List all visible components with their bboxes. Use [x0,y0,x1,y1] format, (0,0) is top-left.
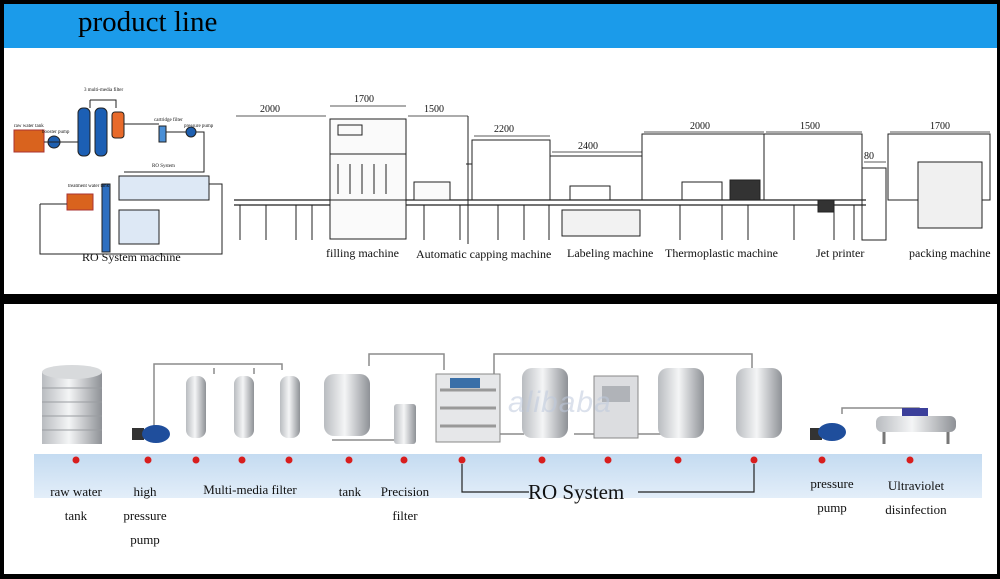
pressure-pump-shape [810,423,846,441]
multimedia-filter-label: Multi-media filter [203,482,297,497]
page-title: product line [78,6,218,38]
labeling-machine-shape [561,209,641,237]
ro-part-label: pressure pump [184,124,214,129]
multimedia-filter-shapes [186,376,300,438]
top-line-drawing [13,99,991,255]
multimedia-filter-2 [94,107,108,157]
labeling-outline [549,155,643,201]
packing-machine-shape [917,161,983,229]
dimension-label: 2200 [494,124,514,135]
dimension-label: 2000 [690,121,710,132]
raw-water-tank-shape [42,365,102,444]
uv-disinfection-shape [876,408,956,444]
dimension-label: 1500 [800,121,820,132]
tank-label: tank [338,484,362,499]
ro-part-label: booster pump [42,130,70,135]
packing-machine-label: packing machine [909,246,991,260]
ro-system-label: RO System [528,480,625,504]
filling-machine-label: filling machine [326,246,399,260]
watermark-text: alibaba [508,386,612,419]
header-bar: product line [4,4,997,48]
ro-control-cabinet-shape [593,375,639,439]
capping-outline [471,139,551,201]
filling-machine-shape [329,118,407,240]
ro-system-frame-shape [435,373,501,443]
cartridge-filter-shape [158,125,167,143]
ro-system-machine-label: RO System machine [82,250,181,264]
precision-filter-shape [394,404,416,444]
product-line-panel: product line [4,4,997,294]
capping-machine-label: Automatic capping machine [416,247,552,261]
raw-water-tank-shape [13,129,45,153]
treatment-tank-shape [66,193,94,211]
conveyor-line [234,199,866,206]
ro-part-label: treatment water tank [68,184,110,189]
jet-printer-label: Jet printer [816,246,865,260]
dimension-label: 1700 [354,94,374,105]
thermoplastic-machine-shape [729,179,761,201]
ro-tank-shape-2 [658,368,704,438]
dimension-label: 1500 [424,104,444,115]
packing-post [861,167,887,241]
ro-tank-shape-1 [522,368,568,438]
multimedia-filter-3 [111,111,125,139]
water-treatment-drawing [34,353,982,498]
ro-vessel [101,183,111,253]
ro-tank-shape-3 [736,368,782,438]
ro-part-label: raw water tank [14,124,44,129]
ro-bracket [461,464,755,493]
labeling-machine-label: Labeling machine [567,246,654,260]
ro-part-label: cartridge filter [154,118,183,123]
tank-shape [324,374,370,436]
jet-printer-shape [817,199,835,213]
ro-membranes-shape [118,175,210,201]
ro-membranes-shape-2 [118,209,160,245]
ro-part-label: RO System [152,164,175,169]
jet-outline [763,133,863,201]
multimedia-filter-1 [77,107,91,157]
station-dots [72,456,914,464]
high-pressure-pump-shape [132,425,170,443]
thermoplastic-machine-label: Thermoplastic machine [665,246,778,260]
dimension-label: 2000 [260,104,280,115]
dimension-label: 1700 [930,121,950,132]
dimension-label: 2400 [578,141,598,152]
ro-part-label: 3 multi-media filter [84,88,124,93]
dimension-label: 80 [864,151,874,162]
capping-machine-shape [413,181,451,201]
